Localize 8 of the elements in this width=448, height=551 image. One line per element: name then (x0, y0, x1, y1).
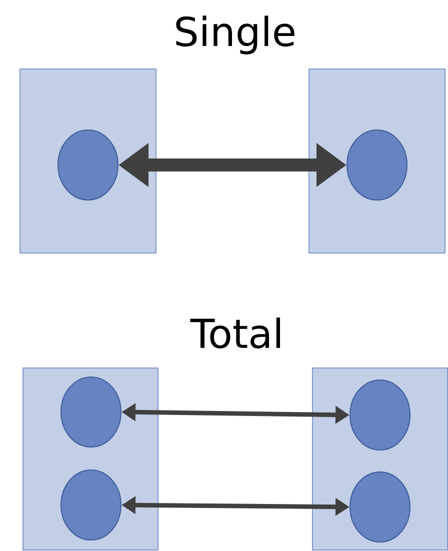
dot-circle (58, 130, 118, 200)
dot-circle (60, 470, 122, 540)
heading: Single (176, 16, 294, 54)
dot-circle (60, 376, 122, 448)
dot-circle (350, 380, 410, 450)
dot-circle (346, 130, 408, 200)
heading: Total (190, 318, 280, 348)
dot-circle (350, 472, 410, 542)
